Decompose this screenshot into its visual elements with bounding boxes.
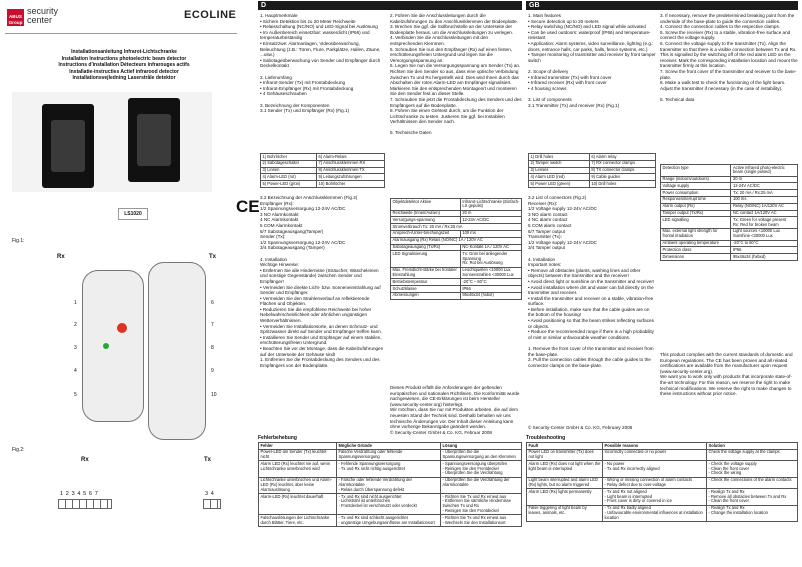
product-photo — [12, 92, 212, 192]
fig1-rx-label: Rx — [57, 254, 65, 260]
gb-col1b-text: 3.2 List of connectors (Fig.2) Receiver … — [528, 195, 655, 368]
fig2-rx-label: Rx — [81, 457, 89, 463]
fig2-tx-label: Tx — [204, 457, 212, 463]
lang-header-de: D — [258, 1, 522, 10]
table-row: False triggering of light beam by leaves… — [526, 504, 798, 523]
fig1-callout: 9 — [211, 368, 214, 374]
table-row: Max. Fremdlicht-stärke bei frontaler Ein… — [390, 266, 523, 280]
fig2-rx-terminal-numbers: 1 2 3 4 5 6 7 — [60, 491, 99, 497]
fig2-rx-terminal-block — [58, 499, 112, 509]
fig1-callout: 3 — [74, 345, 77, 351]
fig2-tx-terminal-block — [203, 499, 221, 509]
fig1-label: Fig.1: — [12, 238, 25, 244]
fig2-tx-terminal-numbers: 3 4 — [205, 491, 215, 497]
receiver-photo — [42, 104, 94, 188]
table-row: Ambient operating temperature-20°C to 60… — [659, 239, 798, 248]
gb-fault-title: Troubleshooting — [526, 435, 566, 441]
table-row: Reichweite (Innen/Außen)20 m — [390, 209, 523, 218]
table-row: Light beam interrupted and alarm LED (Rx… — [526, 476, 798, 490]
header-rule — [5, 33, 237, 34]
table-row: 5) Power-LED (grün)10) Bohrlöcher — [259, 180, 385, 188]
table-row: Alarm LED (Rx) does not light when the l… — [526, 460, 798, 478]
table-row: Tamper output (Tx/Rx)NC contact 1A/120V … — [659, 209, 798, 218]
de-col1b-text: 3.2 Bezeichnung der Anschlussklemmen (Fi… — [260, 195, 384, 368]
table-row: Sabotageausgang (Tx/Rx)NC-Kontakt 1A / 1… — [390, 243, 523, 252]
model-label: LS1020 — [118, 208, 148, 220]
de-col1-text: 1. Hauptmerkmale • Sichere Detektion bis… — [260, 13, 381, 114]
gb-col1-text: 1. Main features • Secure detection up t… — [528, 13, 656, 108]
lang-header-gb: GB — [526, 1, 798, 10]
fig1-callout: 7 — [211, 322, 214, 328]
table-row: Power LED on transmitter (Tx) does not l… — [526, 448, 798, 462]
fig1-callout: 1 — [74, 300, 77, 306]
abus-logo: ABUS Group — [7, 9, 24, 26]
fig1-alarm-led — [117, 323, 127, 333]
gb-copyright: © Security-Center GmbH & Co. KG, Februar… — [528, 425, 633, 430]
ce-mark: CE — [236, 197, 260, 216]
document-title: Installationsanleitung Infrarot-Lichtsch… — [58, 49, 190, 82]
fig1-callout: 5 — [74, 392, 77, 398]
table-row: Lichtschranke unterbrochen und Alarm-LED… — [258, 476, 522, 495]
table-row: Alarm output (Rx)Relay (NO/NC) 1A/120V A… — [659, 202, 798, 211]
gb-conformity-text: This product complies with the current s… — [660, 352, 793, 397]
de-fault-title: Fehlerbehebung — [258, 435, 297, 441]
fig1-callout: 2 — [74, 322, 77, 328]
de-col2-text: 2. Führen Sie die Anschlussleitungen dur… — [390, 13, 522, 136]
fig1-tx-label: Tx — [209, 254, 217, 260]
table-row: Betriebstemperatur-20°C – 60°C — [390, 278, 523, 287]
brand-name: security center — [27, 6, 59, 25]
table-row: Alarm LED (Rx) lights permanently- Tx an… — [526, 488, 798, 506]
table-row: Range (indoors/outdoors)20 m — [659, 175, 798, 184]
fig1-callout: 4 — [74, 368, 77, 374]
table-row: 5) Power LED (green)10) Drill holes — [528, 180, 657, 188]
fig1-callout: 6 — [211, 300, 214, 306]
fig1-callout: 10 — [211, 392, 217, 398]
fig2-label: Fig.2: — [12, 447, 25, 453]
fig1-transmitter-drawing — [148, 262, 206, 440]
table-row: Alarm LED (Rx) leuchtet nie auf, wenn Li… — [258, 460, 522, 478]
table-row: Stromverbrauch Tx: 20 mA / Rx:25 mA — [390, 223, 522, 231]
table-row: 4) Alarm LED (red)9) Cable guides — [528, 173, 657, 182]
transmitter-photo — [128, 98, 180, 182]
ecoline-logo: ECOLINE — [184, 9, 237, 21]
table-row: Max. external light strength for frontal… — [659, 227, 798, 241]
table-row: Falschauslösungen der Lichtschranke durc… — [258, 514, 522, 527]
gb-col2-text: 3. If necessary, remove the predetermine… — [660, 13, 798, 102]
fig1-callout: 8 — [211, 345, 214, 351]
table-row: 4) Alarm-LED (rot)9) Leitungszuführungen — [259, 173, 385, 182]
fig1-receiver-drawing — [82, 270, 144, 422]
table-row: Alarmausgang (Rx) Relais (NO/NC) 1A / 12… — [390, 236, 522, 245]
table-row: Alarm-LED (Rx) leuchtet dauerhaft- Tx un… — [258, 493, 522, 516]
fig1-power-led — [103, 343, 109, 349]
de-conformity-text: Dieses Produkt erfüllt die Anforderungen… — [390, 385, 520, 435]
